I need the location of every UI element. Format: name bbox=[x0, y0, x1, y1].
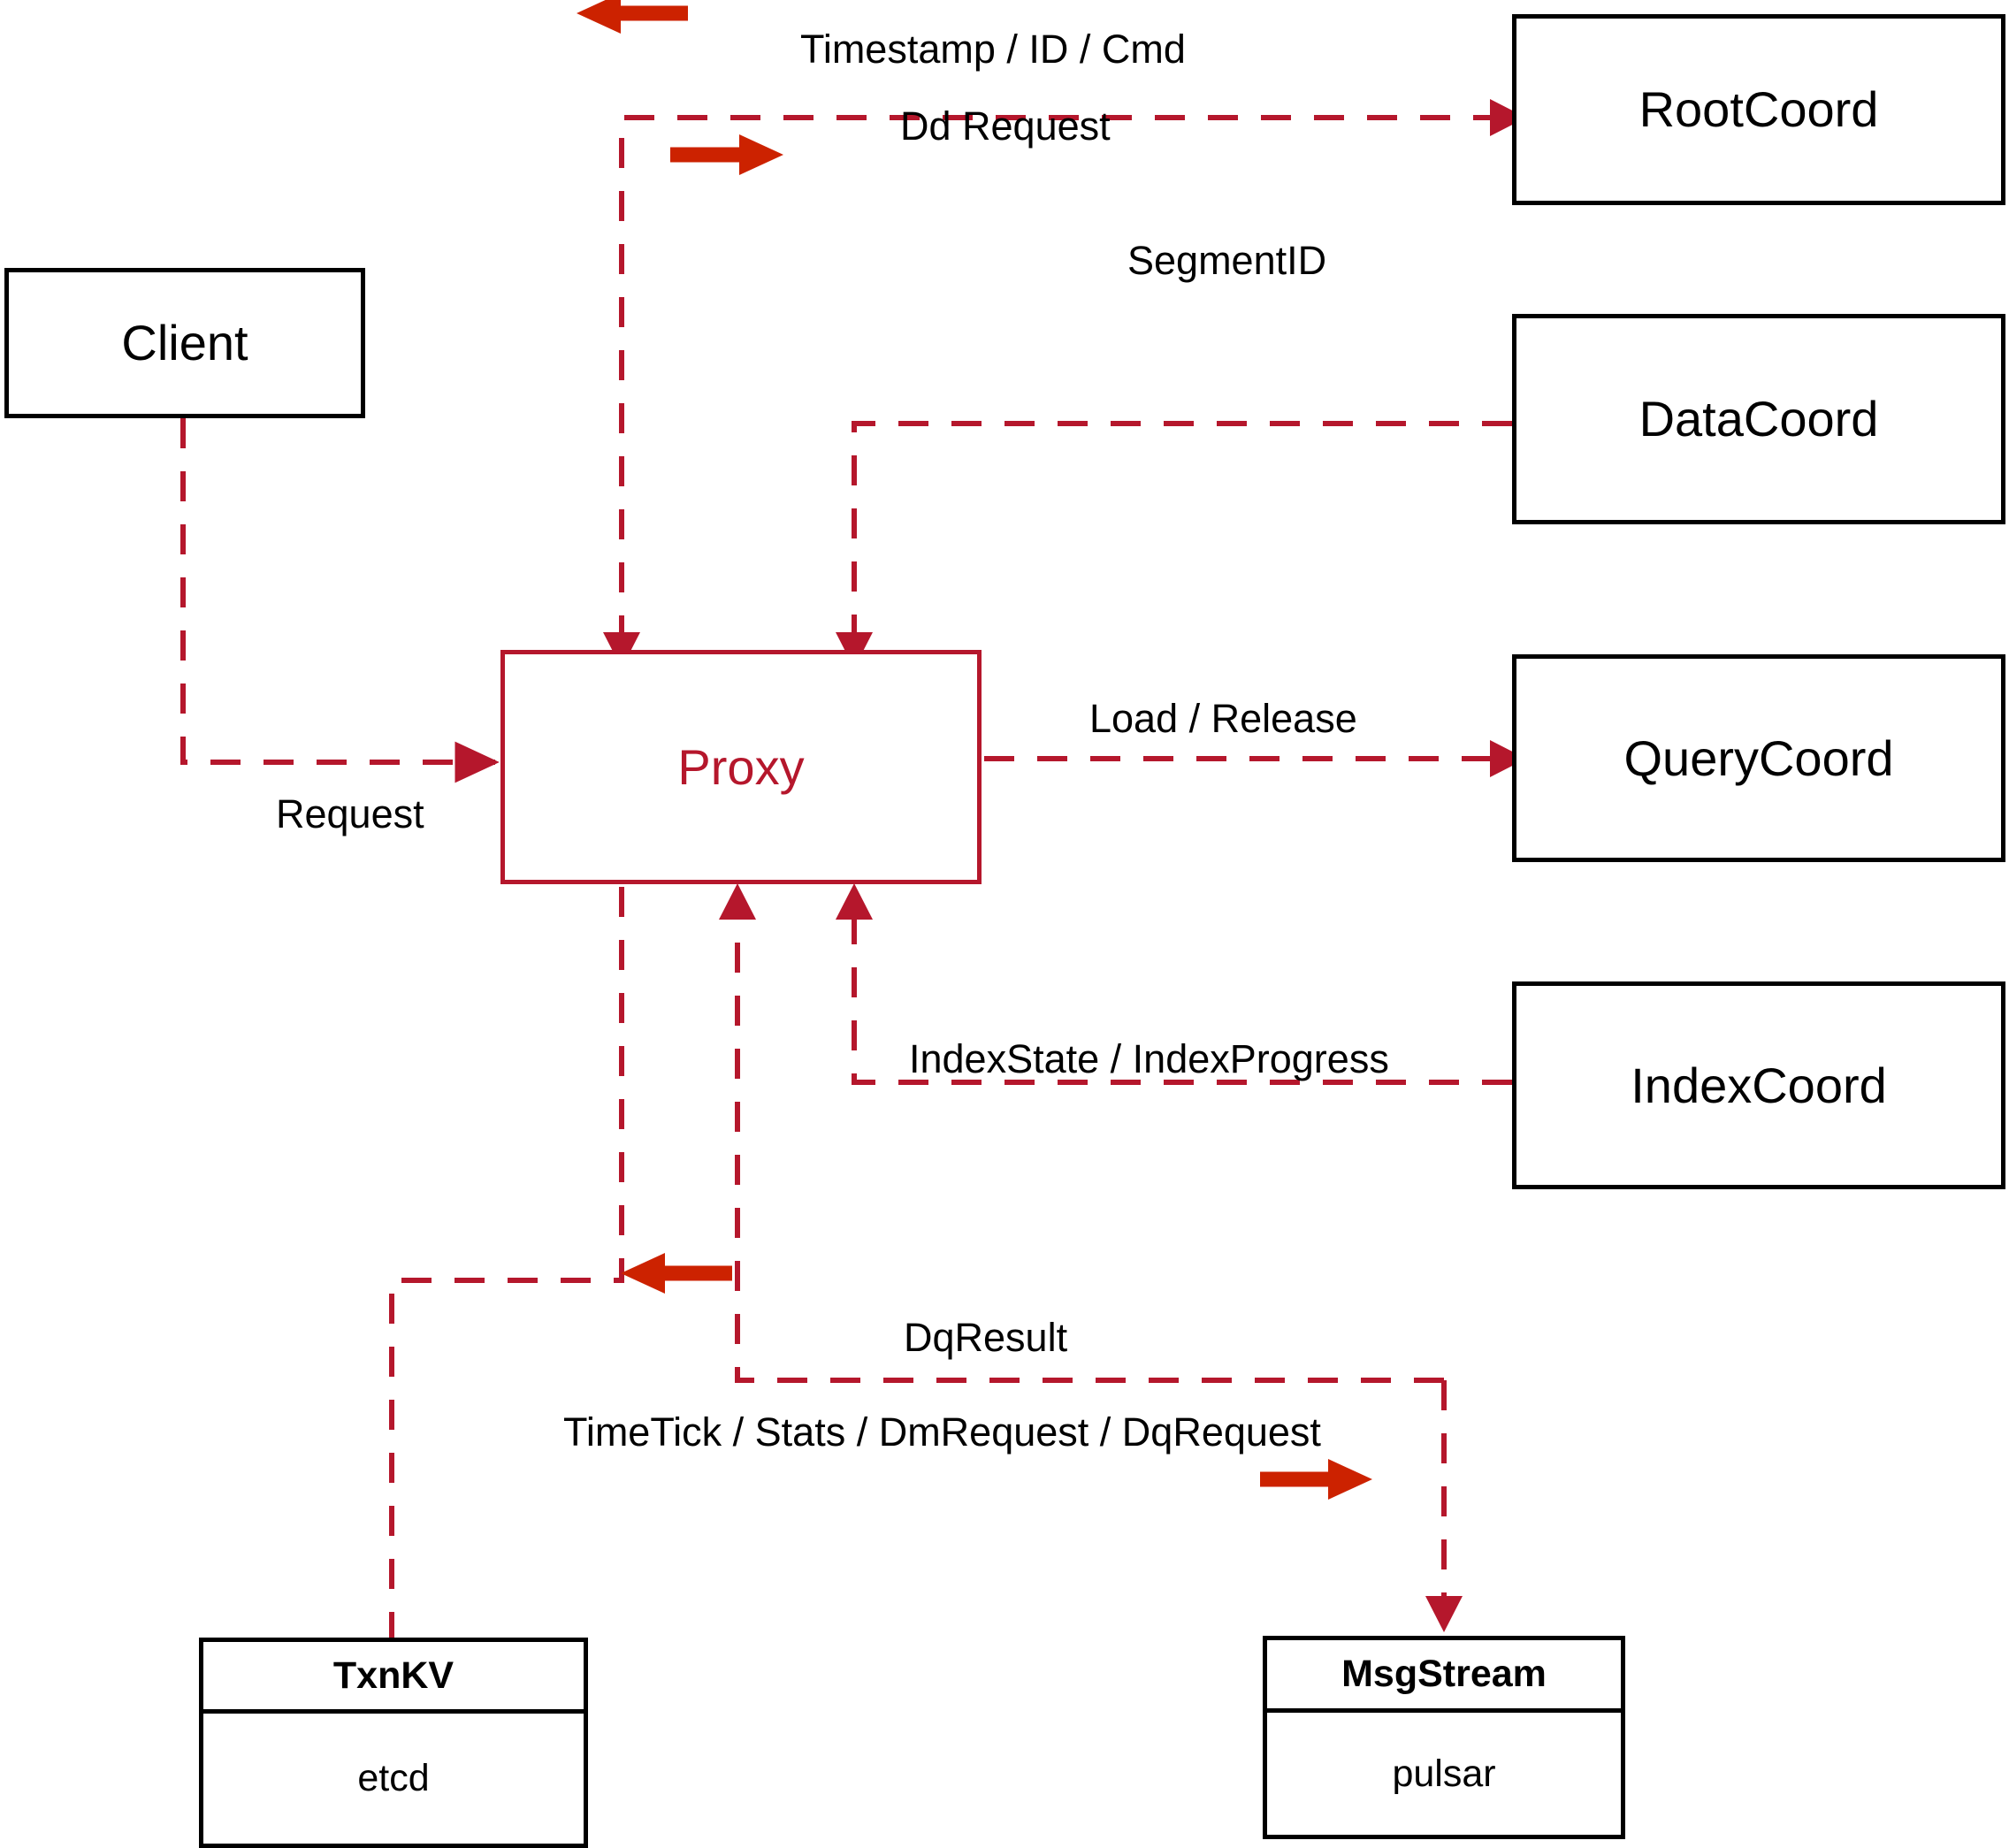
edge-load-release bbox=[984, 740, 1526, 777]
edge-label-segment-id: SegmentID bbox=[1127, 238, 1327, 283]
edge-segment-id bbox=[836, 421, 1512, 668]
node-query-coord[interactable]: QueryCoord bbox=[1512, 654, 2005, 862]
node-data-coord-label: DataCoord bbox=[1639, 391, 1879, 447]
direction-arrow-dd-request-right-icon bbox=[670, 134, 783, 175]
node-client[interactable]: Client bbox=[4, 268, 365, 418]
edge-request bbox=[180, 418, 500, 783]
edge-index-state bbox=[836, 883, 1512, 1085]
edge-label-timestamp-id-cmd: Timestamp / ID / Cmd bbox=[800, 27, 1186, 72]
edge-label-dq-result: DqResult bbox=[904, 1315, 1068, 1360]
edge-timetick-stats bbox=[1425, 1380, 1463, 1632]
direction-arrow-dqresult-left-icon bbox=[621, 1253, 732, 1294]
node-txnkv-body: etcd bbox=[203, 1714, 584, 1844]
direction-arrow-timestamp-left-icon bbox=[577, 0, 688, 34]
node-txnkv[interactable]: TxnKV etcd bbox=[199, 1638, 588, 1848]
node-txnkv-body-label: etcd bbox=[357, 1757, 430, 1799]
edge-dd-request bbox=[603, 99, 1526, 668]
node-index-coord[interactable]: IndexCoord bbox=[1512, 981, 2005, 1189]
node-msgstream[interactable]: MsgStream pulsar bbox=[1263, 1636, 1625, 1839]
node-txnkv-header: TxnKV bbox=[203, 1642, 584, 1714]
edge-txnkv-link bbox=[389, 887, 624, 1638]
node-client-label: Client bbox=[121, 315, 248, 370]
node-data-coord[interactable]: DataCoord bbox=[1512, 314, 2005, 524]
edge-label-dd-request: Dd Request bbox=[900, 103, 1111, 149]
direction-arrow-timetick-right-icon bbox=[1260, 1459, 1372, 1500]
edge-label-request: Request bbox=[276, 791, 424, 836]
node-proxy-label: Proxy bbox=[677, 738, 805, 795]
node-txnkv-header-label: TxnKV bbox=[332, 1653, 455, 1697]
node-msgstream-body: pulsar bbox=[1267, 1713, 1621, 1835]
node-query-coord-label: QueryCoord bbox=[1623, 729, 1894, 786]
edge-label-timetick-stats-dm-dq: TimeTick / Stats / DmRequest / DqRequest bbox=[563, 1409, 1321, 1455]
node-msgstream-body-label: pulsar bbox=[1392, 1752, 1496, 1795]
node-index-coord-label: IndexCoord bbox=[1631, 1057, 1887, 1113]
node-msgstream-header: MsgStream bbox=[1267, 1640, 1621, 1713]
edge-label-load-release: Load / Release bbox=[1089, 696, 1357, 741]
edge-dq-result bbox=[719, 883, 1444, 1383]
node-msgstream-header-label: MsgStream bbox=[1341, 1653, 1547, 1695]
node-root-coord[interactable]: RootCoord bbox=[1512, 14, 2005, 205]
edge-label-index-state-progress: IndexState / IndexProgress bbox=[909, 1036, 1389, 1081]
node-proxy[interactable]: Proxy bbox=[500, 650, 982, 884]
node-root-coord-label: RootCoord bbox=[1639, 81, 1879, 137]
